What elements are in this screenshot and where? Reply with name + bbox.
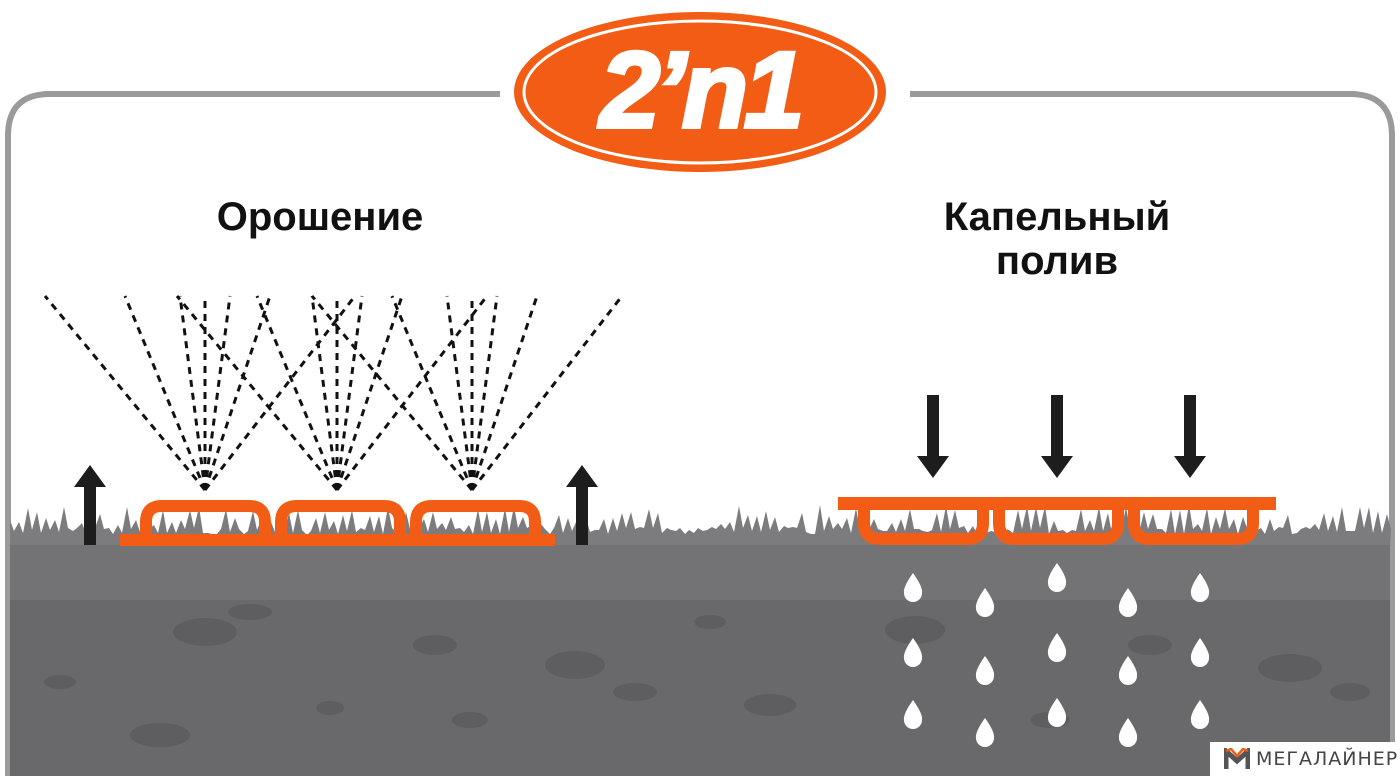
spray-line	[445, 295, 474, 491]
spray-line	[203, 295, 357, 491]
down-arrow-icon	[917, 395, 949, 478]
water-drop-icon	[975, 718, 995, 747]
arrow-head	[74, 465, 106, 487]
stone	[316, 701, 344, 715]
water-drop-icon	[903, 638, 923, 667]
stone	[613, 683, 657, 701]
spray-lines	[43, 295, 624, 491]
arrow-shaft	[927, 395, 939, 460]
stone	[1128, 635, 1172, 655]
arrow-head	[1174, 456, 1206, 478]
arrow-shaft	[84, 483, 96, 545]
down-arrow-icon	[1174, 395, 1206, 478]
water-drop-icon	[1047, 563, 1067, 592]
spray-line	[470, 295, 499, 491]
water-drop-icon	[1047, 698, 1067, 727]
stone	[173, 618, 237, 646]
water-drop-icon	[975, 588, 995, 617]
stone	[1258, 654, 1322, 682]
spray-line	[43, 295, 207, 491]
water-drop-icon	[1118, 656, 1138, 685]
up-arrow-icon	[566, 465, 598, 545]
drip-title-line2: полив	[995, 239, 1119, 283]
stone	[744, 694, 796, 716]
spray-line	[470, 295, 624, 491]
drip-irrigation-title: Капельный полив	[880, 195, 1234, 283]
stone	[130, 723, 190, 747]
watermark: МЕГАЛАЙНЕР	[1210, 742, 1400, 776]
water-drop-icon	[1118, 718, 1138, 747]
spray-line	[203, 295, 272, 491]
down-arrow-icon	[1041, 395, 1073, 478]
spray-line	[335, 295, 364, 491]
brand-logo-icon	[1224, 748, 1250, 769]
water-drop-icon	[975, 656, 995, 685]
sprinkler-hose	[120, 500, 555, 546]
stone	[694, 615, 726, 629]
spray-line	[310, 295, 339, 491]
water-drop-icon	[1190, 700, 1210, 729]
arrow-shaft	[576, 483, 588, 545]
spray-line	[310, 295, 474, 491]
stone	[545, 651, 605, 679]
stone	[44, 675, 76, 689]
soil-stones	[44, 604, 1370, 747]
sprinkling-title: Орошение	[216, 195, 424, 239]
water-drop-icon	[1190, 638, 1210, 667]
stone	[452, 712, 488, 728]
water-drop-icon	[1190, 573, 1210, 602]
spray-line	[470, 295, 539, 491]
logo-text: 2’n1	[598, 28, 806, 152]
up-arrow-icon	[74, 465, 106, 545]
spray-line	[175, 295, 339, 491]
stone	[413, 635, 457, 655]
drip-hose	[838, 497, 1276, 545]
spray-line	[123, 295, 207, 491]
water-drop-icon	[903, 573, 923, 602]
arrow-shaft	[1051, 395, 1063, 460]
spray-line	[335, 295, 489, 491]
stone	[1330, 683, 1370, 701]
arrow-head	[917, 456, 949, 478]
spray-line	[178, 295, 207, 491]
arrow-shaft	[1184, 395, 1196, 460]
logo	[504, 4, 896, 180]
frame	[5, 91, 1395, 776]
spray-line	[335, 295, 404, 491]
arrow-head	[566, 465, 598, 487]
stone	[228, 604, 272, 620]
water-drop-icon	[1047, 633, 1067, 662]
spray-line	[203, 295, 232, 491]
watermark-text: МЕГАЛАЙНЕР	[1256, 748, 1399, 770]
water-drop-icon	[1118, 588, 1138, 617]
spray-line	[255, 295, 339, 491]
drip-title-line1: Капельный	[943, 195, 1171, 239]
stone	[885, 616, 945, 644]
water-drop-icon	[903, 700, 923, 729]
spray-line	[390, 295, 474, 491]
arrow-head	[1041, 456, 1073, 478]
soil	[10, 540, 1390, 776]
